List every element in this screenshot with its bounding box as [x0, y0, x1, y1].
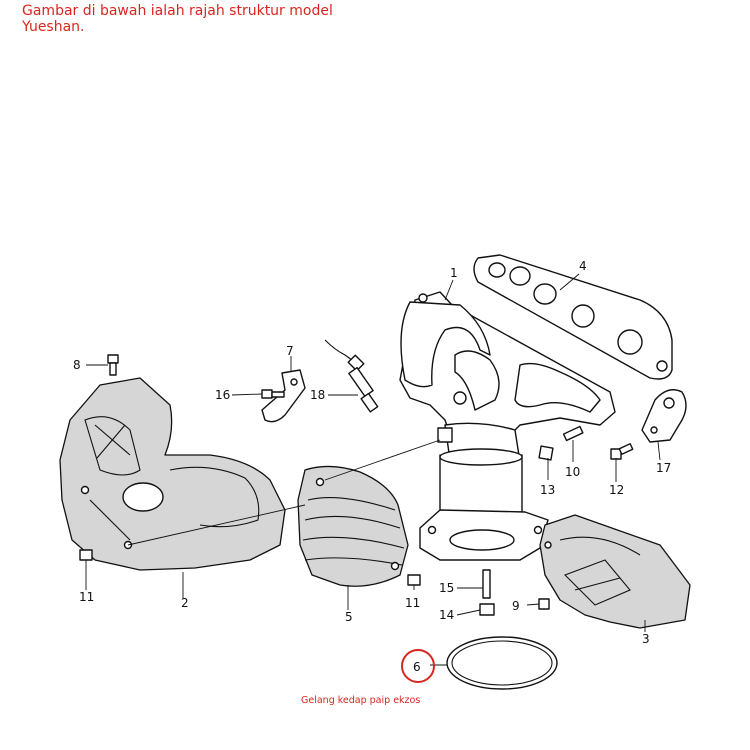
part-label-2: 2 [181, 596, 189, 610]
part-label-7: 7 [286, 344, 294, 358]
highlight-circle [401, 649, 435, 683]
part-label-17: 17 [656, 461, 671, 475]
part-label-10: 10 [565, 465, 580, 479]
gasket-part-4 [473, 254, 673, 380]
part-label-5: 5 [345, 610, 353, 624]
caption-text: Gambar di bawah ialah rajah struktur mod… [22, 3, 333, 35]
footnote-text: Gelang kedap paip ekzos [301, 695, 421, 706]
heat-shield-part-3 [539, 514, 691, 629]
part-label-4: 4 [579, 259, 587, 273]
part-label-18: 18 [310, 388, 325, 402]
leader-lines [85, 273, 661, 666]
part-label-12: 12 [609, 483, 624, 497]
part-label-14: 14 [439, 608, 454, 622]
part-label-16: 16 [215, 388, 230, 402]
heat-shield-part-5 [297, 465, 409, 587]
part-label-11-left: 11 [79, 590, 94, 604]
part-label-8: 8 [73, 358, 81, 372]
part-label-1: 1 [450, 266, 458, 280]
bracket-part-17 [641, 389, 687, 443]
part-label-9: 9 [512, 599, 520, 613]
part-label-13: 13 [540, 483, 555, 497]
part-label-11-mid: 11 [405, 596, 420, 610]
part-label-6: 6 [413, 660, 421, 674]
manifold-part-1 [399, 291, 616, 561]
part-label-3: 3 [642, 632, 650, 646]
part-label-15: 15 [439, 581, 454, 595]
heat-shield-part-2 [59, 377, 286, 571]
oxygen-sensor-part-18 [324, 339, 379, 413]
seal-ring-part-6 [446, 636, 558, 690]
